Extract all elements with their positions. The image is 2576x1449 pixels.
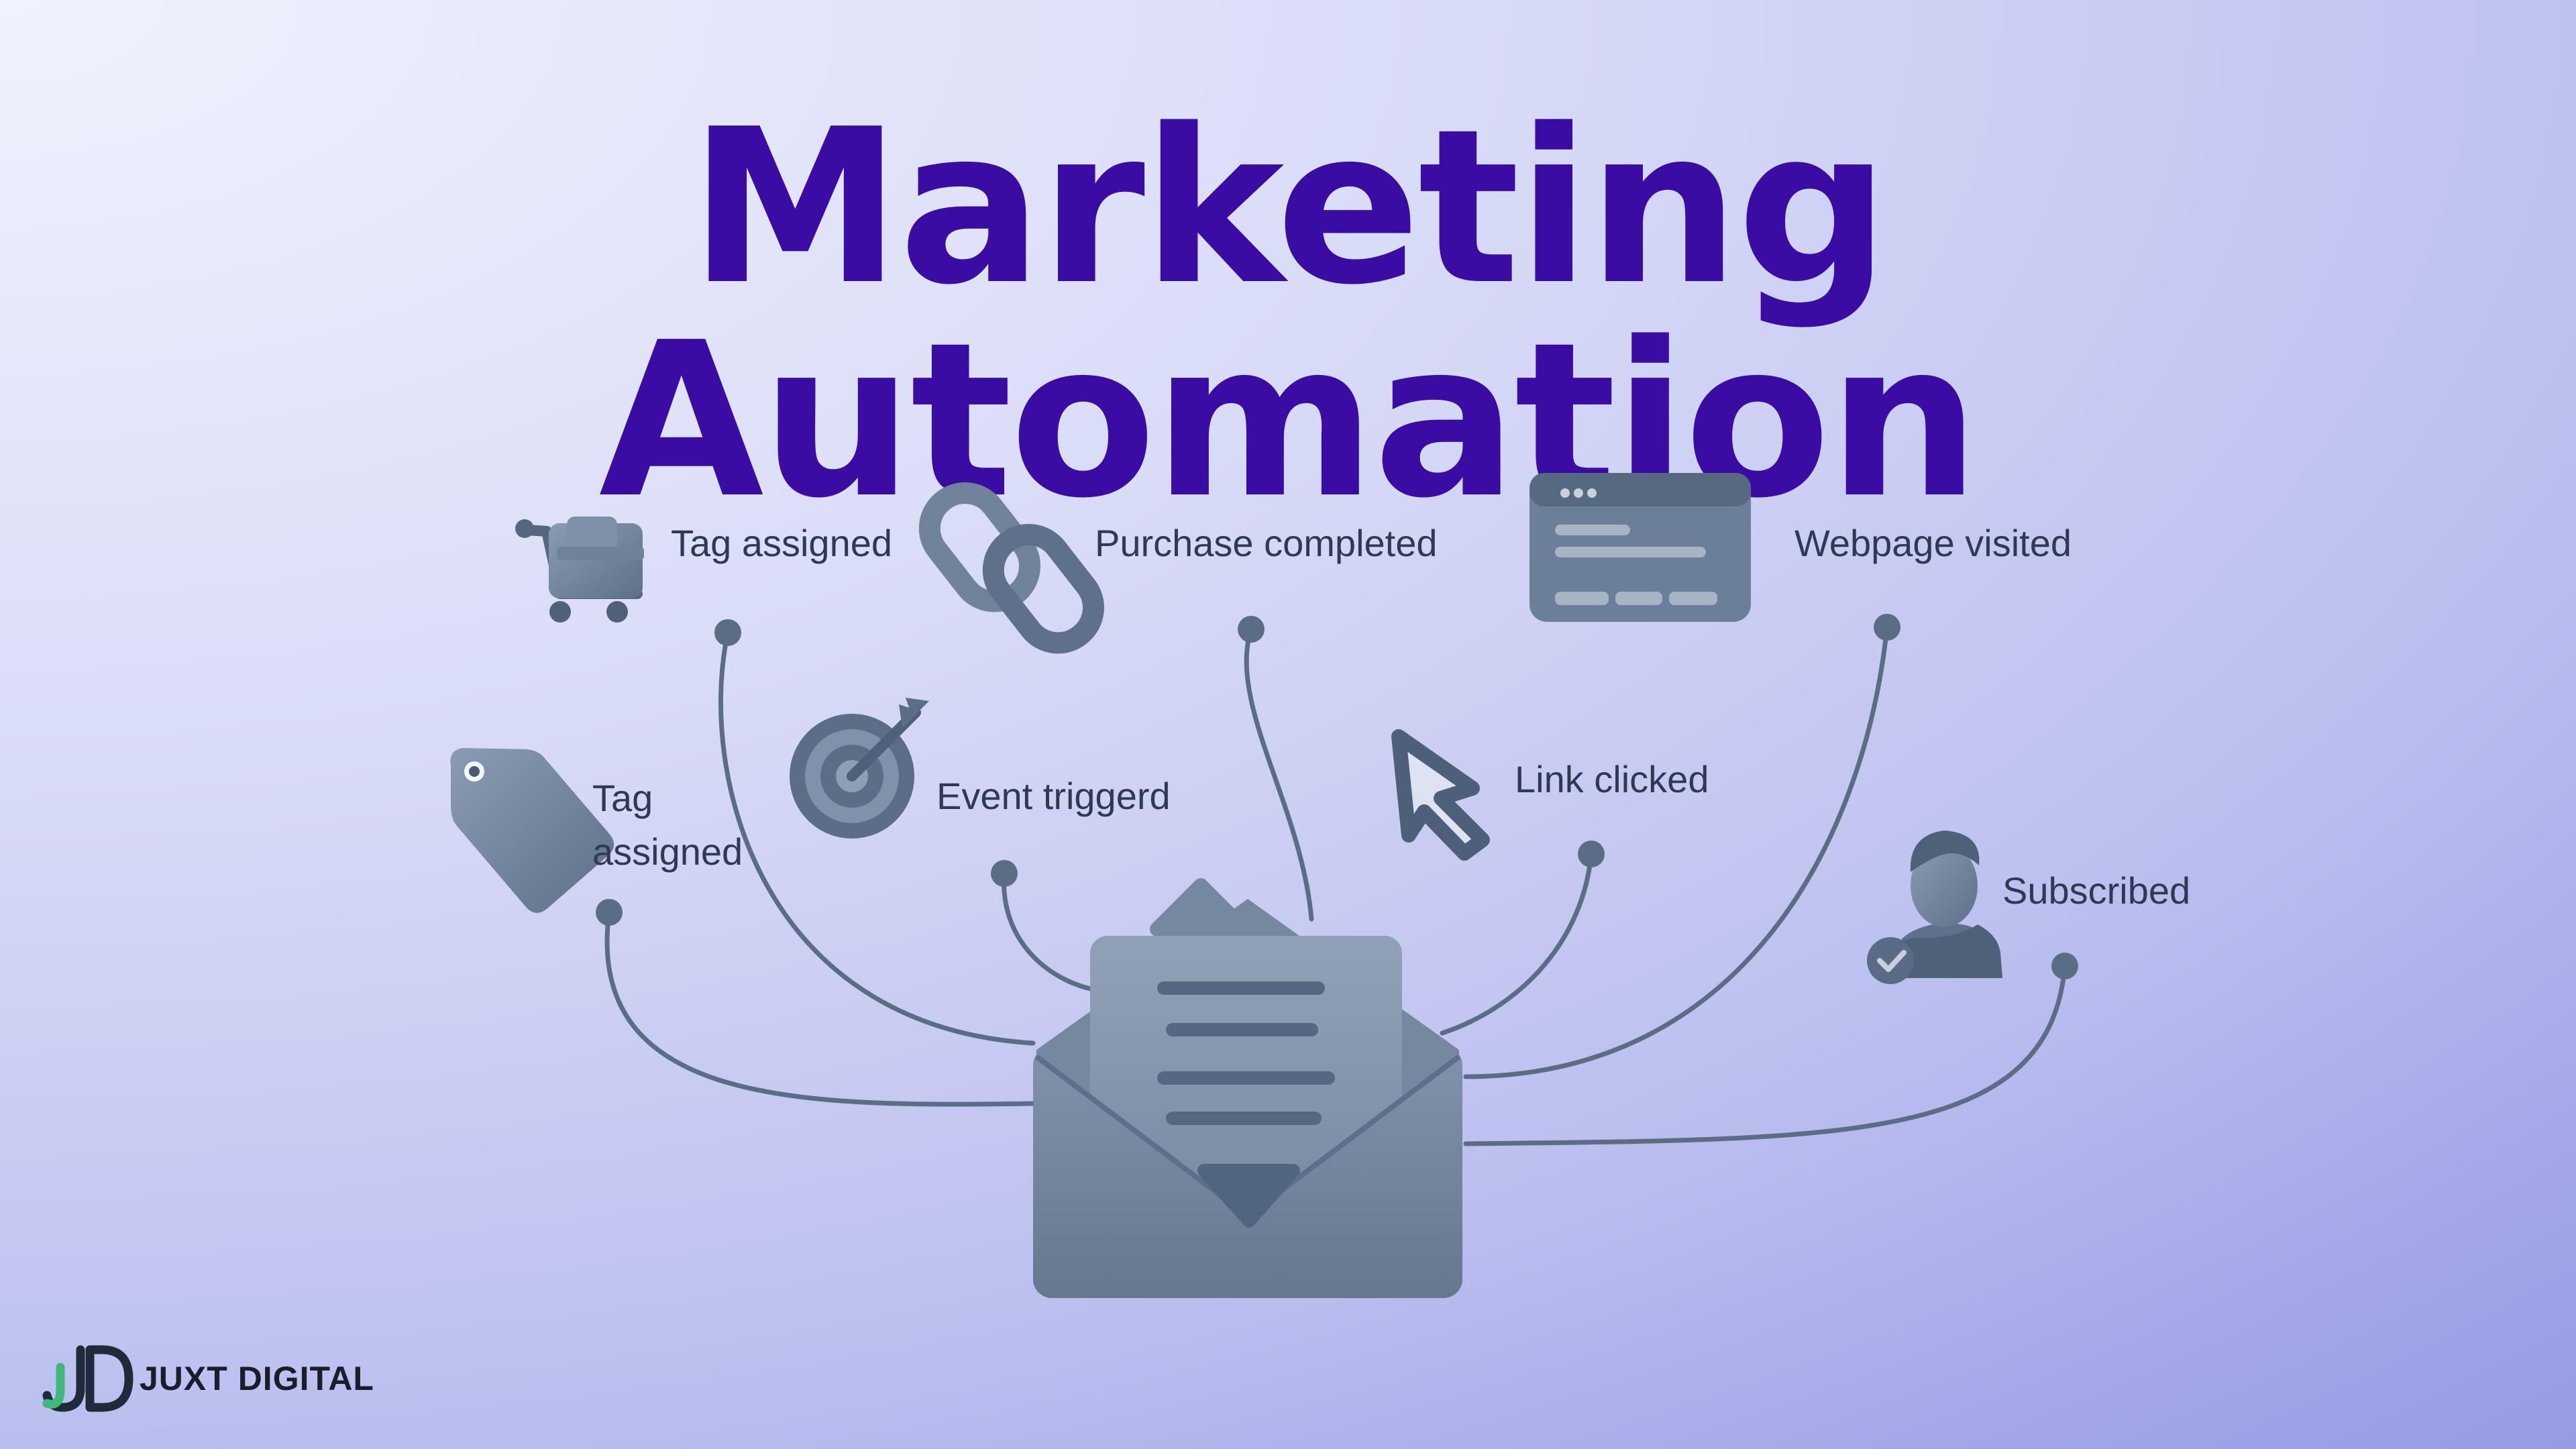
connector-dot	[596, 899, 623, 926]
connector-dots	[596, 614, 2078, 979]
trigger-label: Event triggerd	[936, 775, 1171, 817]
connector-dot	[1874, 614, 1900, 641]
trigger-label: Purchase completed	[1095, 522, 1438, 564]
trigger-label: Link clicked	[1515, 758, 1709, 800]
connector-line	[1463, 625, 1890, 1079]
trigger-label: Tag assigned	[671, 522, 893, 564]
tag-icon	[450, 748, 614, 913]
cursor-icon	[1391, 729, 1490, 861]
brand-name: JUXT DIGITAL	[140, 1360, 374, 1397]
connector-line	[718, 630, 1036, 1046]
connector-line	[1463, 963, 2068, 1146]
target-icon	[790, 698, 929, 839]
browser-window-icon	[1529, 473, 1751, 622]
connector-dot	[1578, 841, 1605, 867]
connector-dot	[1238, 616, 1265, 643]
brand: JUXT DIGITAL	[40, 1342, 374, 1415]
trigger-label: Webpage visited	[1794, 522, 2072, 564]
open-envelope-icon	[1033, 878, 1462, 1298]
trigger-label: Tag assigned	[592, 777, 743, 873]
connector-lines	[604, 625, 2068, 1146]
connector-dot	[2051, 953, 2078, 979]
jd-logo-icon	[42, 1345, 133, 1412]
connector-line	[604, 910, 1036, 1107]
user-subscribed-icon	[1867, 830, 2002, 984]
connector-line	[1440, 851, 1594, 1036]
trigger-label: Subscribed	[2002, 869, 2191, 912]
page-title: Marketing Automation	[598, 83, 1980, 545]
shopping-cart-icon	[515, 517, 644, 623]
connector-dot	[714, 619, 741, 646]
connector-line	[1244, 627, 1314, 922]
chain-link-icon	[918, 482, 1104, 654]
connector-line	[1002, 871, 1096, 992]
connector-dot	[991, 860, 1018, 887]
